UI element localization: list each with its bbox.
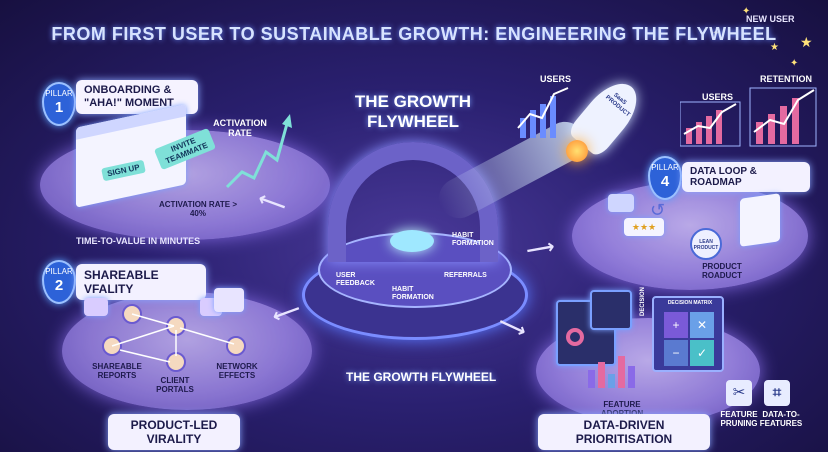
rocket-badge: SaaS PRODUCT [604, 92, 631, 119]
retention-label: RETENTION [760, 74, 813, 84]
client-portals-label: CLIENT PORTALS [156, 376, 194, 394]
product-roadmap-label: PRODUCT ROADUCT [702, 262, 742, 280]
decision-matrix-label: DECISION MATRIX [667, 300, 713, 306]
user-feedback-label: USER FEEDBACK [336, 272, 375, 287]
arrow-right-icon: ⟶ [524, 235, 557, 263]
wrench-icon: ✂ [726, 380, 752, 406]
flywheel-heading: THE GROWTH FLYWHEEL [354, 92, 472, 131]
pillar-word: PILLAR [45, 267, 73, 276]
lean-product-icon: LEAN PRODUCT [690, 228, 722, 260]
donut-chart-icon [566, 328, 584, 346]
star-icon: ★ [800, 34, 813, 50]
star-icon: ✦ [742, 6, 751, 17]
activation-rate-label: ACTIVATION RATE [213, 118, 267, 138]
pillar-word: PILLAR [651, 163, 679, 172]
plus-icon: + [664, 312, 688, 338]
flowchart-icon: ⌗ [764, 380, 790, 406]
share-report-icon [214, 288, 244, 312]
time-to-value-label: TIME-TO-VALUE IN MINUTES [76, 236, 201, 246]
close-icon: ✕ [690, 312, 714, 338]
pillar1-marker: PILLAR 1 [42, 82, 76, 126]
star-icon: ✦ [712, 28, 721, 39]
page-title: FROM FIRST USER TO SUSTAINABLE GROWTH: E… [51, 24, 777, 44]
decision-label: DECISION [640, 286, 646, 316]
feature-adoption-chart [588, 356, 635, 388]
users-chart-left [517, 87, 569, 138]
feature-pruning-label: FEATURE PRUNING [720, 410, 758, 428]
activation-target-label: ACTIVATION RATE > 40% [159, 200, 237, 218]
network-effects-label: NETWORK EFFECTS [216, 362, 258, 380]
pillar-number: 4 [660, 173, 670, 190]
loop-arrow-icon: ↺ [650, 200, 666, 220]
pillar4-marker: PILLAR 4 [648, 156, 682, 200]
decision-matrix-panel: DECISION MATRIX + ✕ − ✓ [652, 296, 724, 372]
users-label-right: USERS [702, 92, 734, 102]
flywheel-base-label: THE GROWTH FLYWHEEL [346, 370, 497, 384]
shareable-reports-label: SHAREABLE REPORTS [92, 362, 142, 380]
pillar-word: PILLAR [45, 89, 73, 98]
roadmap-doc-icon [740, 193, 780, 247]
activation-chart [225, 114, 292, 189]
line-chart-panel [590, 290, 632, 330]
arrow-head-icon [282, 114, 292, 128]
avatar [226, 336, 246, 356]
minus-icon: − [664, 340, 688, 366]
activation-line [225, 119, 290, 189]
star-icon: ★ [770, 42, 779, 53]
pillar-number: 2 [54, 277, 64, 294]
new-user-label: NEW USER [746, 14, 795, 24]
pillar2-marker: PILLAR 2 [42, 260, 76, 304]
pillar-number: 1 [54, 99, 64, 116]
pillar2-title: SHAREABLE VFALITY [76, 264, 206, 300]
pillar4-title: DATA LOOP & ROADMAP [682, 162, 810, 192]
users-label-left: USERS [540, 74, 572, 84]
star-icon: ✦ [790, 58, 799, 69]
data-to-features-label: DATA-TO- FEATURES [759, 410, 803, 428]
flywheel-core [390, 230, 434, 252]
referrals-label: REFERRALS [444, 272, 487, 279]
habit-formation-top-label: HABIT FORMATION [452, 232, 494, 247]
growth-charts-right [680, 87, 817, 147]
chat-bubble-icon [84, 298, 108, 316]
pillar3-footer: DATA-DRIVEN PRIORITISATION [538, 414, 710, 450]
check-icon: ✓ [690, 340, 714, 366]
pillar2-footer: PRODUCT-LED VIRALITY [108, 414, 240, 450]
rocket-flame-icon [566, 140, 588, 162]
lean-product-label: LEAN PRODUCT [693, 239, 719, 251]
habit-formation-bottom-label: HABIT FORMATION [392, 286, 434, 301]
feature-adoption-label: FEATURE ADOPTION [601, 400, 643, 418]
chat-bubble-icon [608, 194, 634, 212]
network-lines [111, 313, 235, 363]
rating-stars-icon: ★★★ [624, 218, 664, 236]
